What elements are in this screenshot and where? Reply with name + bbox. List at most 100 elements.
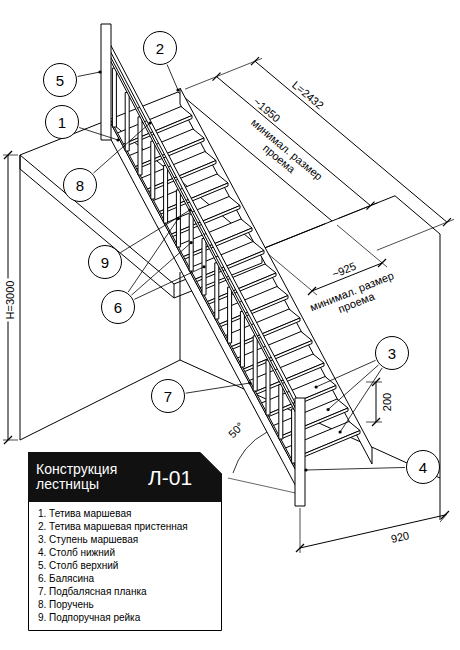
extension-line [3,440,18,441]
baluster [112,68,116,127]
leader-line [328,365,378,410]
dimension-value: L=2432 [288,77,327,113]
legend-item: 5. Столб верхний [38,559,214,572]
label-holder: 920 [388,529,412,546]
wall-corner [180,272,181,360]
leader-line [167,65,178,90]
leader-dot [327,408,330,411]
leader-line [340,368,382,432]
label-holder: 50° [224,418,247,441]
callout-number: 1 [58,115,66,130]
front-stringer [108,118,300,494]
label-holder: 200 [381,391,393,413]
wall-stringer [180,88,372,464]
label-holder: L=2432 [288,77,327,113]
baluster [151,141,155,199]
legend-item: 9. Подпоручная рейка [38,611,214,624]
baluster-strip [108,115,300,478]
extension-line [366,422,382,423]
leader-line [306,467,405,470]
baluster [176,190,180,247]
wall-edge [395,196,440,234]
dimension-note: минимал. размер проема [237,113,329,196]
leader-line [128,218,178,292]
dimension-line [217,77,371,206]
baluster [215,263,219,319]
legend-item: 2. Тетива маршевая пристенная [38,520,214,533]
legend-title-band [28,452,222,502]
upper-post [101,24,111,140]
extension-line [366,382,382,383]
callout-circle: 5 [43,63,77,97]
baluster [164,166,168,224]
leader-dot [315,385,318,388]
legend-item: 1. Тетива маршевая [38,507,214,520]
callout-circle: 3 [375,336,409,370]
legend-item: 3. Ступень маршевая [38,533,214,546]
extension-line [300,508,301,553]
callout-circle: 1 [45,105,79,139]
legend-panel: Конструкция лестницыЛ-011. Тетива маршев… [28,452,222,631]
dimension-tick [441,511,449,519]
slab-edge [262,224,325,249]
wall-edge [440,234,441,478]
extension-line [337,225,387,267]
dimension-tick [296,544,304,552]
legend-title: Конструкция лестницы [36,462,148,493]
leader-dot [190,241,193,244]
callout-number: 3 [388,346,396,361]
leader-dot [177,217,180,220]
handrail [108,40,300,412]
leader-dot [248,381,251,384]
legend-item: 8. Поручень [38,598,214,611]
leader-dot [188,208,191,211]
angle-arc [233,432,267,473]
callout-number: 8 [76,178,84,193]
legend-list: 1. Тетива маршевая2. Тетива маршевая при… [28,502,222,631]
legend-item: 7. Подбалясная планка [38,585,214,598]
dimension-note: минимал. размер проема [303,267,405,327]
leader-dot [116,138,119,141]
baluster [138,117,142,175]
baluster [202,239,206,296]
extension-line [185,58,262,89]
leader-line [93,123,150,173]
dimension-tick [372,418,380,426]
callout-circle: 6 [101,290,135,324]
extension-line [440,514,447,522]
leader-line [79,128,118,140]
leader-line [186,383,250,393]
handrail-rail [108,52,300,421]
legend-header: Конструкция лестницыЛ-01 [28,452,222,502]
callout-number: 4 [419,460,427,475]
label-holder: минимал. размер проема [303,267,405,327]
label-holder: минимал. размер проема [237,113,329,196]
dimension-tick [4,151,12,159]
lower-post [295,398,305,506]
baluster [240,312,244,368]
callout-number: 5 [56,73,64,88]
floor-edge [180,360,440,478]
legend-item: 4. Столб нижний [38,546,214,559]
dimension-line [376,382,377,422]
dimension-tick [4,436,12,444]
leader-dot [98,70,101,73]
leader-line [316,360,375,387]
angle-value: 50° [224,418,247,441]
slab-thickness [174,284,175,298]
baluster [266,360,270,415]
dimension-value: 200 [381,391,393,413]
extension-line [377,219,454,250]
label-holder: H=3000 [4,279,16,322]
dimension-line [300,515,445,548]
baluster [228,287,232,343]
leader-dot [176,88,179,91]
angle-reference-line [228,478,300,494]
callout-circle: 4 [406,450,440,484]
dimension-value: H=3000 [4,279,16,322]
floor-edge [440,478,441,520]
model-code: Л-01 [148,467,192,488]
dimension-value: 920 [388,529,412,546]
dimension-tick [213,73,221,81]
